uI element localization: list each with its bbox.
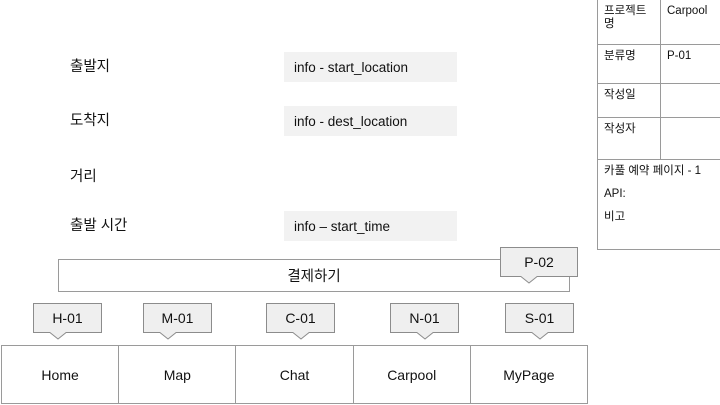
metadata-table: 프로젝트명 Carpool 분류명 P-01 작성일 작성자 카풀 예약 페이지… — [597, 0, 720, 250]
meta-note-api: API: — [604, 188, 626, 201]
info-box-start-time[interactable]: info – start_time — [284, 211, 457, 241]
callout-tag-s-01: S-01 — [505, 303, 574, 340]
nav-item-map[interactable]: Map — [119, 346, 237, 403]
nav-item-home[interactable]: Home — [2, 346, 120, 403]
meta-value-author — [660, 117, 720, 160]
info-box-dest-location[interactable]: info - dest_location — [284, 106, 457, 136]
table-row: 작성일 — [597, 83, 720, 118]
nav-item-carpool-label: Carpool — [387, 366, 437, 383]
table-row: 작성자 — [597, 117, 720, 160]
callout-tag-p-02-label: P-02 — [524, 254, 554, 270]
meta-key-project-name: 프로젝트명 — [597, 0, 661, 45]
meta-value-category: P-01 — [660, 44, 720, 84]
nav-item-mypage[interactable]: MyPage — [471, 346, 587, 403]
meta-key-author: 작성자 — [597, 117, 661, 160]
callout-tag-h-01-label: H-01 — [52, 310, 83, 326]
field-label-start-time: 출발 시간 — [70, 218, 128, 234]
table-row: 분류명 P-01 — [597, 44, 720, 84]
table-row: 카풀 예약 페이지 - 1 API: 비고 — [597, 159, 720, 250]
nav-item-home-label: Home — [41, 366, 79, 383]
meta-notes-cell: 카풀 예약 페이지 - 1 API: 비고 — [597, 159, 720, 250]
callout-notch-icon — [415, 331, 435, 340]
callout-tag-p-02: P-02 — [500, 247, 578, 284]
field-label-start-location: 출발지 — [70, 59, 111, 75]
pay-button[interactable]: 결제하기 — [58, 259, 570, 292]
field-label-distance: 거리 — [70, 169, 97, 185]
callout-tag-m-01-label: M-01 — [161, 310, 194, 326]
meta-value-project-name: Carpool — [660, 0, 720, 45]
meta-note-remark: 비고 — [604, 211, 626, 224]
table-row: 프로젝트명 Carpool — [597, 0, 720, 45]
nav-item-mypage-label: MyPage — [503, 366, 555, 383]
meta-key-created-date: 작성일 — [597, 83, 661, 118]
meta-value-created-date — [660, 83, 720, 118]
nav-item-carpool[interactable]: Carpool — [354, 346, 471, 403]
nav-item-chat-label: Chat — [279, 366, 310, 383]
bottom-navigation-bar: Home Map Chat Carpool MyPage — [1, 345, 588, 404]
field-label-dest-location: 도착지 — [70, 113, 111, 129]
callout-tag-h-01: H-01 — [33, 303, 102, 340]
callout-tag-c-01-label: C-01 — [285, 310, 316, 326]
info-box-start-location[interactable]: info - start_location — [284, 52, 457, 82]
callout-notch-icon — [519, 275, 539, 284]
callout-tag-m-01: M-01 — [143, 303, 212, 340]
callout-notch-icon — [291, 331, 311, 340]
callout-notch-icon — [48, 331, 68, 340]
callout-tag-s-01-label: S-01 — [524, 310, 555, 326]
callout-notch-icon — [530, 331, 550, 340]
callout-tag-n-01-label: N-01 — [409, 310, 440, 326]
pay-button-label: 결제하기 — [287, 269, 341, 285]
callout-tag-c-01: C-01 — [266, 303, 335, 340]
nav-item-chat[interactable]: Chat — [236, 346, 354, 403]
nav-item-map-label: Map — [163, 366, 191, 383]
meta-note-page-title: 카풀 예약 페이지 - 1 — [604, 165, 702, 177]
meta-key-category: 분류명 — [597, 44, 661, 84]
callout-tag-n-01: N-01 — [390, 303, 459, 340]
callout-notch-icon — [158, 331, 178, 340]
